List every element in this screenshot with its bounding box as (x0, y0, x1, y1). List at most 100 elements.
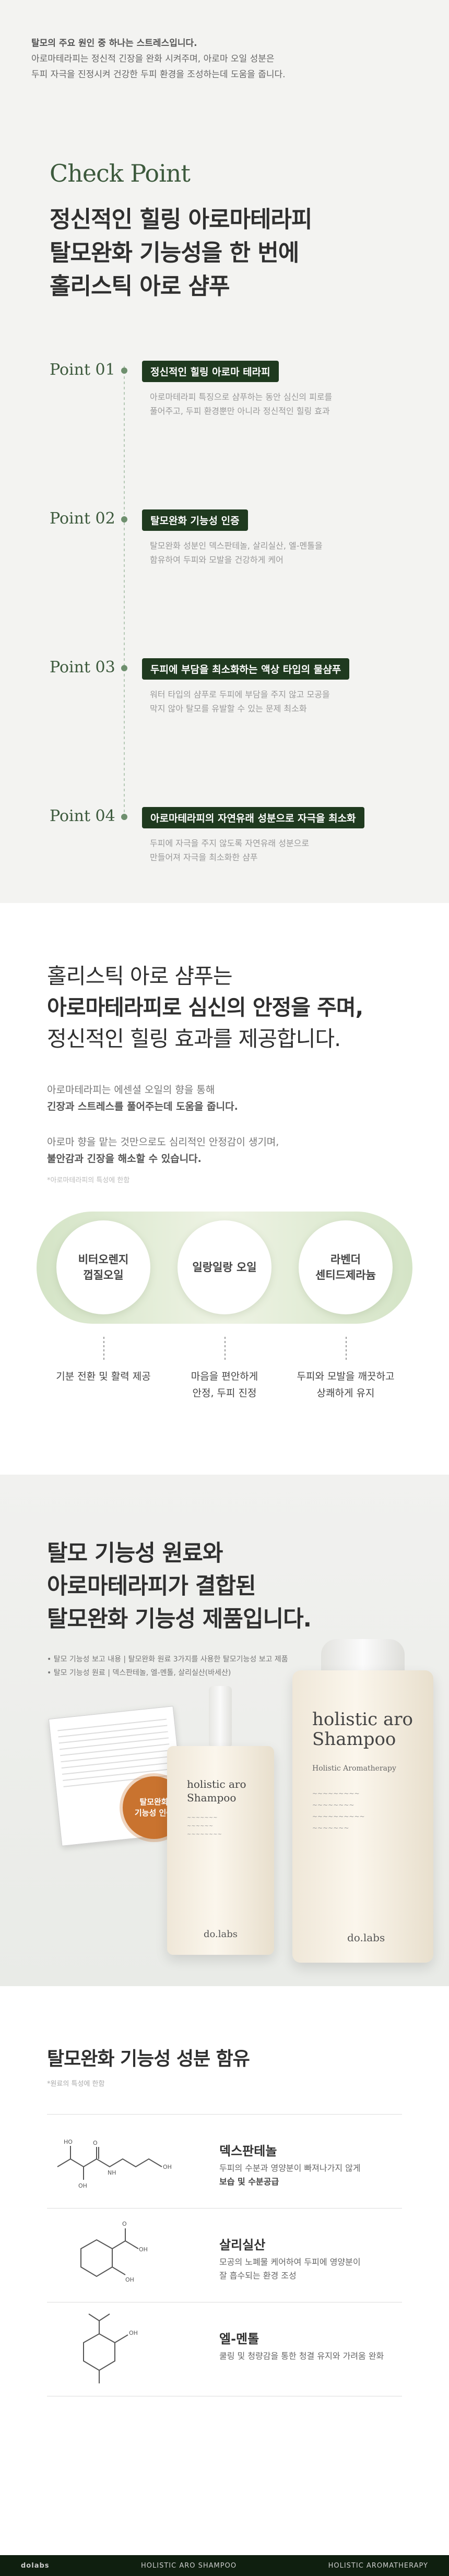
svg-text:NH: NH (108, 2169, 116, 2176)
timeline-dot (121, 814, 127, 820)
checkpoint-section: Check Point 정신적인 힐링 아로마테라피 탈모완화 기능성을 한 번… (0, 104, 449, 903)
oil-circle: 일랑일랑 오일 (178, 1220, 271, 1314)
ingredient-desc-line: 잘 흡수되는 환경 조성 (219, 2271, 297, 2281)
product-head-strong: 탈모완화 기능성 제품입니다. (47, 1606, 312, 1632)
checkpoint-headline: 정신적인 힐링 아로마테라피 탈모완화 기능성을 한 번에 홀리스틱 아로 샴푸 (50, 203, 399, 303)
product-notes: • 탈모 기능성 보고 내용 | 탈모완화 원료 3가지를 사용한 탈모기능성 … (47, 1653, 402, 1680)
aroma-text-strong: 불안감과 긴장을 해소할 수 있습니다. (47, 1153, 202, 1165)
menthol-structure-icon: OH (83, 2313, 138, 2383)
point-item: Point 04 아로마테라피의 자연유래 성분으로 자극을 최소화 두피에 자… (50, 807, 399, 903)
ingredients-note: *원료의 특성에 한함 (47, 2080, 105, 2088)
aroma-section: 홀리스틱 아로 샴푸는 아로마테라피로 심신의 안정을 주며, 정신적인 힐링 … (0, 903, 449, 1475)
checkpoint-title: Check Point (50, 159, 191, 187)
bottle-large-label-script: ~~~~~~~~~~~~~~~~~~~~~~~~~~~~~~~~~~ (312, 1790, 365, 1832)
aroma-head-strong: 아로마테라피로 심신의 안정을 주며, (47, 995, 363, 1020)
product-head-line-2: 아로마테라피가 결합된 (47, 1570, 402, 1603)
aroma-paragraph-2: 아로마 향을 맡는 것만으로도 심리적인 안정감이 생기며, 불안감과 긴장을 … (47, 1134, 402, 1167)
point-badge: 정신적인 힐링 아로마 테라피 (142, 361, 279, 382)
point-desc-line: 탈모완화 성분인 덱스판테놀, 살리실산, 엘-멘톨을 (150, 541, 323, 551)
intro-line-3: 두피 자극을 진정시켜 건강한 두피 환경을 조성하는데 도움을 줍니다. (31, 69, 286, 80)
point-badge: 아로마테라피의 자연유래 성분으로 자극을 최소화 (142, 807, 364, 828)
ingredient-name: 살리실산 (219, 2238, 266, 2252)
product-head-strong: 아로마테라피가 결합된 (47, 1573, 256, 1599)
points-list: Point 01 정신적인 힐링 아로마 테라피 아로마테라피 특징으로 샴푸하… (50, 361, 399, 903)
dexpanthenol-structure-icon: HO OH O NH OH (57, 2139, 172, 2189)
point-desc-line: 막지 않아 탈모를 유발할 수 있는 문제 최소화 (150, 704, 307, 714)
svg-text:HO: HO (64, 2139, 73, 2145)
timeline-line (124, 366, 125, 815)
footer-product: HOLISTIC ARO SHAMPOO (141, 2561, 237, 2570)
aroma-paragraph-1: 아로마테라피는 에센셜 오일의 향을 통해 긴장과 스트레스를 풀어주는데 도움… (47, 1082, 402, 1115)
product-head-line-1: 탈모 기능성 원료와 (47, 1537, 402, 1570)
product-headline: 탈모 기능성 원료와 아로마테라피가 결합된 탈모완화 기능성 제품입니다. (47, 1537, 402, 1636)
aroma-note: *아로마테라피의 특성에 한함 (47, 1177, 130, 1184)
footer-tagline: HOLISTIC AROMATHERAPY (328, 2561, 428, 2570)
point-item: Point 03 두피에 부담을 최소화하는 액상 타입의 물샴푸 워터 타입의… (50, 658, 399, 807)
point-badge: 두피에 부담을 최소화하는 액상 타입의 물샴푸 (142, 658, 350, 680)
point-desc-line: 함유하여 두피와 모발을 건강하게 케어 (150, 555, 283, 565)
bottle-small-cap (209, 1686, 232, 1746)
aroma-head-line-2: 아로마테라피로 심신의 안정을 주며, (47, 992, 402, 1023)
svg-text:OH: OH (139, 2246, 148, 2253)
product-section: 탈모 기능성 원료와 아로마테라피가 결합된 탈모완화 기능성 제품입니다. •… (0, 1475, 449, 1986)
footer-bar: dolabs HOLISTIC ARO SHAMPOO HOLISTIC ARO… (0, 2555, 449, 2576)
svg-text:OH: OH (78, 2182, 87, 2189)
checkpoint-head-line-1: 정신적인 힐링 아로마테라피 (50, 206, 312, 233)
ingredient-name: 덱스판테놀 (219, 2144, 277, 2158)
ingredient-name: 엘-멘톨 (219, 2332, 259, 2346)
timeline-dot (121, 516, 127, 523)
ingredient-desc-strong: 보습 및 수분공급 (219, 2177, 279, 2187)
connector-line (224, 1337, 226, 1362)
svg-text:OH: OH (163, 2164, 172, 2170)
product-note: • 탈모 기능성 원료 | 덱스판테놀, 엘-멘톨, 살리실산(바세산) (47, 1669, 231, 1677)
brand-logo: do.labs (204, 1929, 238, 1940)
aroma-text: 아로마테라피는 에센셜 오일의 향을 통해 (47, 1084, 215, 1096)
intro-line-1: 탈모의 주요 원인 중 하나는 스트레스입니다. (31, 38, 197, 49)
point-label: Point 01 (50, 361, 115, 379)
ingredient-desc: 쿨링 및 청량감을 통한 청결 유지와 가려움 완화 (219, 2349, 428, 2363)
brand-logo: do.labs (347, 1931, 385, 1944)
point-item: Point 02 탈모완화 기능성 인증 탈모완화 성분인 덱스판테놀, 살리실… (50, 509, 399, 658)
ingredient-desc-line: 모공의 노폐물 케어하여 두피에 영양분이 (219, 2257, 361, 2267)
aroma-text-strong: 긴장과 스트레스를 풀어주는데 도움을 줍니다. (47, 1101, 238, 1112)
point-desc-line: 아로마테라피 특징으로 샴푸하는 동안 심신의 피로를 (150, 392, 333, 402)
product-head-strong: 탈모 기능성 원료와 (47, 1540, 223, 1566)
point-label: Point 04 (50, 807, 115, 825)
aroma-head-line-3: 정신적인 힐링 효과를 제공합니다. (47, 1026, 341, 1051)
point-badge: 탈모완화 기능성 인증 (142, 509, 248, 531)
product-note: • 탈모 기능성 보고 내용 | 탈모완화 원료 3가지를 사용한 탈모기능성 … (47, 1655, 288, 1664)
aroma-text: 긴장과 스트레스를 풀어주는데 도움을 줍니다. (47, 1098, 402, 1115)
ingredient-desc-line: 쿨링 및 청량감을 통한 청결 유지와 가려움 완화 (219, 2351, 384, 2361)
svg-text:O: O (93, 2140, 98, 2146)
aroma-head-line-1: 홀리스틱 아로 샴푸는 (47, 964, 233, 989)
bottle-large-subtitle: Holistic Aromatherapy (312, 1764, 396, 1773)
point-label: Point 02 (50, 509, 115, 528)
point-desc-line: 두피에 자극을 주지 않도록 자연유래 성분으로 (150, 838, 310, 848)
ingredient-desc-line: 두피의 수분과 영양분이 빠져나가지 않게 (219, 2163, 361, 2173)
ingredient-row: OH 엘-멘톨 쿨링 및 청량감을 통한 청결 유지와 가려움 완화 (47, 2302, 402, 2396)
aroma-text: 아로마 향을 맡는 것만으로도 심리적인 안정감이 생기며, (47, 1136, 279, 1148)
point-desc-line: 워터 타입의 샴푸로 두피에 부담을 주지 않고 모공을 (150, 690, 330, 699)
product-head-line-3: 탈모완화 기능성 제품입니다. (47, 1603, 402, 1636)
connector-line (103, 1337, 104, 1362)
svg-text:O: O (122, 2221, 127, 2227)
footer-brand: dolabs (21, 2561, 50, 2570)
